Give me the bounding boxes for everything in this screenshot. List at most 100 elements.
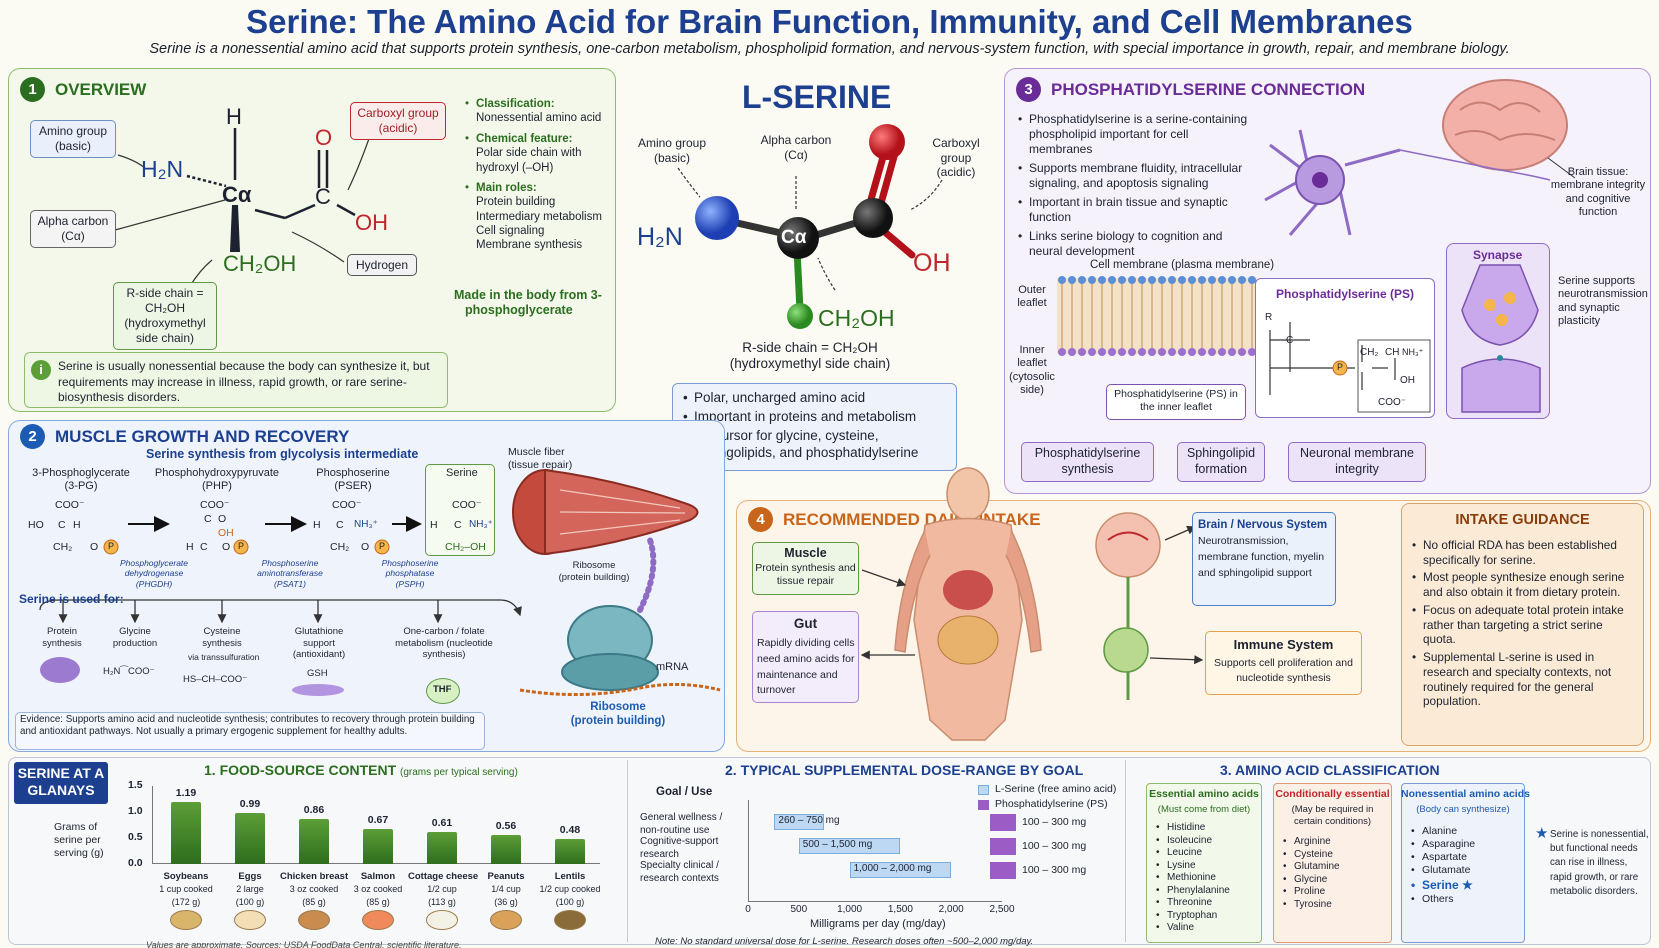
muscle-heading: MUSCLE GROWTH AND RECOVERY [55,427,350,446]
amino-acid-item: Histidine [1156,822,1260,835]
lipid-head [1178,276,1186,284]
chem-p: P [108,541,115,551]
alpha-carbon-label: Alpha carbon (Cα) [30,210,116,248]
lserine-carboxyl-label: Carboxyl group (acidic) [932,136,980,180]
lipid-head [1088,276,1096,284]
guidance-item: Supplemental L-serine is used in researc… [1412,650,1637,709]
food-bar [235,812,265,864]
step-name: Phosphohydroxypyruvate [154,467,280,479]
food-bar-value: 0.61 [431,817,453,830]
enzyme-abbr: (PSPH) [395,578,425,589]
chem-c: C [454,519,462,531]
chem-coo: COO⁻ [200,499,230,511]
essential-title: Essential amino acids [1149,788,1259,800]
ps-inner-box [1106,384,1246,420]
atom-alpha-carbon: Cα [222,182,252,207]
lipid-head [1198,276,1206,284]
ps-c-atom: C [1286,335,1294,346]
muscle-fiber-label: Muscle fiber (tissue repair) [508,446,573,471]
ps-ch2-atom: CH₂ [1360,347,1379,358]
chem-o: O [218,513,227,525]
brain-callout [1192,512,1336,606]
dose-ps-label: 100 – 300 mg [1022,864,1087,876]
food-icon [362,910,394,930]
evidence-text: Evidence: Supports amino acid and nucleo… [20,714,475,738]
enzyme-name: Phosphoserine phosphatase [381,558,439,579]
chem-h: H [186,541,194,553]
step-abbr: (PHP) [202,480,232,493]
lipid-head [1228,348,1236,356]
amino-acid-item: Leucine [1156,847,1260,860]
lipid-head [1098,276,1106,284]
dose-xtick-label: 1,000 [837,904,863,915]
food-chart-title-text: 1. FOOD-SOURCE CONTENT [204,762,397,778]
chem-ho: HO [28,519,44,531]
chem-c: C [204,513,212,525]
amino-acid-item: Serine ★ [1411,878,1521,893]
immune-callout-body: Supports cell proliferation and nucleoti… [1214,657,1353,685]
hydrogen-label: Hydrogen [347,254,417,276]
enzyme-name: Phosphoglycerate dehydrogenase [119,558,189,579]
amino-acid-item: Proline [1283,886,1387,899]
chem-ch2oh: CH₂–OH [445,541,486,553]
fact-head: Chemical feature: [476,132,573,145]
enzyme-abbr: (PHGDH) [135,578,173,589]
classif-title: 3. AMINO ACID CLASSIFICATION [1220,762,1440,778]
lipid-head [1218,276,1226,284]
essential-sub: (Must come from diet) [1157,804,1251,815]
food-bar [491,834,521,864]
lipid-head [1058,348,1066,356]
carboxyl-group-label: Carboxyl group (acidic) [350,102,446,140]
chem-h: H [73,519,81,531]
muscle-number-badge: 2 [20,424,45,449]
legend-lserine-swatch [978,785,989,795]
lipid-head [1138,348,1146,356]
step-abbr: (PSER) [334,480,372,493]
dose-range-bar [774,814,825,830]
lipid-head [1108,276,1116,284]
food-name: Peanuts [487,871,525,882]
neuronal-membrane-box: Neuronal membrane integrity [1288,442,1426,482]
brain-callout-body: Neurotransmission, membrane function, my… [1198,535,1325,579]
chem-o: O [222,541,231,553]
food-bar-value: 0.56 [495,819,517,832]
lipid-head [1188,348,1196,356]
food-name: Cottage cheese [408,871,479,882]
chem-coo: COO⁻ [452,499,482,511]
atom-h: H [226,104,242,129]
muscle-callout [752,542,859,595]
phospho-bullet: Supports membrane fluidity, intracellula… [1018,161,1253,191]
brain-nervous-icon [1095,512,1161,578]
overview-note-text: Serine is usually nonessential because t… [58,359,430,405]
food-name: Eggs [238,871,262,882]
use-glycine-formula: H₂N⁀COO⁻ [103,666,155,677]
lipid-head [1178,348,1186,356]
amino-acid-item: Tyrosine [1283,899,1387,912]
guidance-title: INTAKE GUIDANCE [1455,512,1590,528]
atom-hydroxyl: OH [355,210,388,235]
amino-acid-item: Glycine [1283,874,1387,887]
evidence-box [15,712,485,750]
lserine-title: L-SERINE [742,79,892,115]
use-cysteine-formula: HS–CH–COO⁻ [183,674,248,685]
food-icon [170,910,202,930]
overview-facts: Classification:Nonessential amino acid C… [465,97,615,253]
lserine-oh-label: OH [913,249,951,277]
food-name: Chicken breast [280,871,349,882]
lipid-head [1078,276,1086,284]
dose-range-label: 1,000 – 2,000 mg [853,863,932,874]
food-bar [555,839,585,864]
ps-nh3-atom: NH₃⁺ [1402,347,1424,357]
phospho-bullets: Phosphatidylserine is a serine-containin… [1018,112,1253,259]
food-name: Soybeans [163,871,209,882]
food-chart-title: 1. FOOD-SOURCE CONTENT (grams per typica… [204,762,518,779]
legend-ps-label: Phosphatidylserine (PS) [995,798,1108,810]
food-serving: 3 oz cooked [353,884,403,894]
amino-acid-item: Glutamine [1283,861,1387,874]
dose-xtick-label: 2,000 [938,904,964,915]
use-protein-synthesis: Protein synthesis [42,626,82,649]
lipid-head [1208,276,1216,284]
